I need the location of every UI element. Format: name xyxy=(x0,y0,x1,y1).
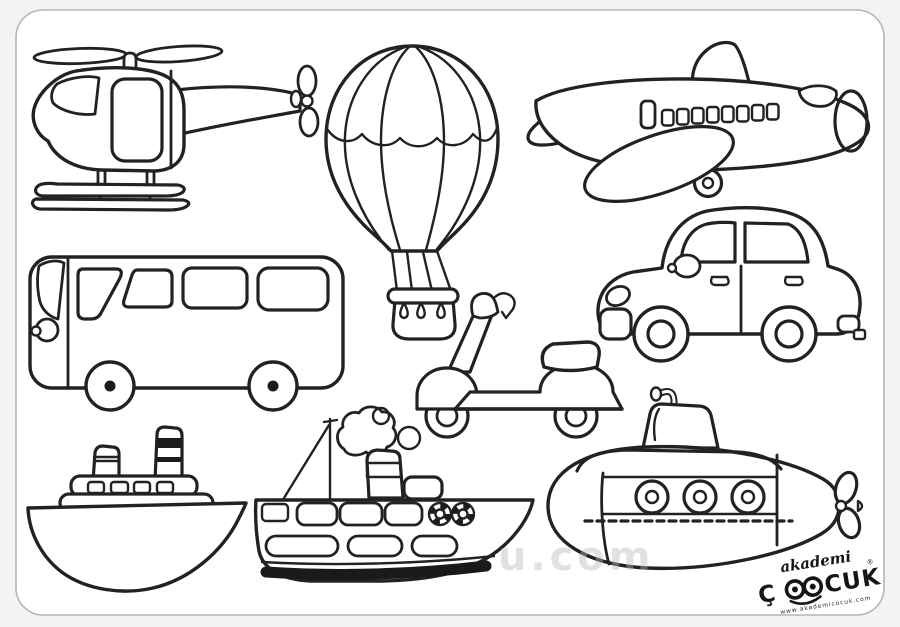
life-ring-icon xyxy=(450,501,476,527)
smile-icon xyxy=(789,595,822,606)
life-ring-icon xyxy=(427,501,453,527)
hot-air-balloon-drawing xyxy=(324,44,500,341)
scooter-drawing xyxy=(415,292,624,439)
oo-eyes-icon xyxy=(784,576,824,606)
brand-prefix-text: Ç xyxy=(757,581,779,609)
car-drawing xyxy=(596,206,867,363)
helicopter-drawing xyxy=(30,44,320,212)
bus-drawing xyxy=(28,255,345,412)
submarine-drawing xyxy=(546,386,864,571)
steamship-drawing xyxy=(26,425,248,593)
airplane-drawing xyxy=(526,40,871,203)
watermark-text: u.com xyxy=(498,534,655,580)
ferry-boat-drawing xyxy=(253,405,535,583)
registered-mark: ® xyxy=(866,558,874,567)
